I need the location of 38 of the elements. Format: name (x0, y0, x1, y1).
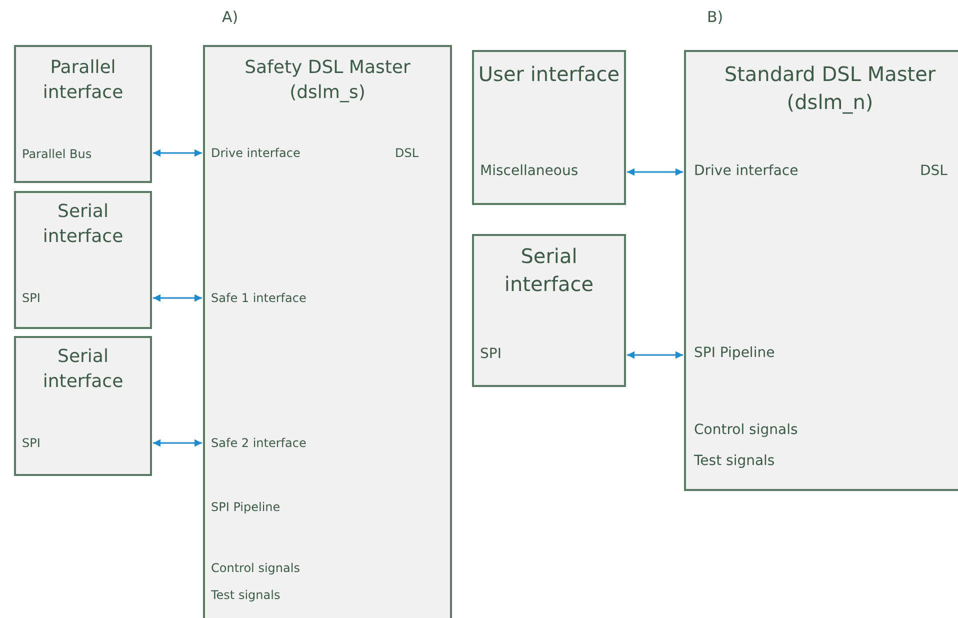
port-label: Control signals (211, 561, 300, 575)
double-arrow (153, 294, 202, 302)
port-label: Miscellaneous (480, 163, 578, 179)
port-label: SPI (22, 436, 40, 450)
port-label: DSL (395, 146, 419, 160)
double-arrow (153, 149, 202, 157)
port-label: SPI Pipeline (211, 500, 280, 514)
port-label: SPI (22, 291, 40, 305)
block-box (472, 50, 626, 205)
block-title: Serial interface (42, 345, 124, 394)
port-label: Drive interface (694, 163, 798, 179)
port-label: Test signals (694, 453, 775, 469)
block-title: Serial interface (42, 200, 124, 250)
block-box (14, 336, 152, 476)
port-label: Control signals (694, 422, 798, 438)
port-label: DSL (920, 163, 948, 179)
block-title: Standard DSL Master (dslm_n) (723, 61, 937, 116)
port-label: Parallel Bus (22, 147, 92, 161)
block-box (14, 45, 152, 183)
block-title: Safety DSL Master (dslm_s) (244, 56, 412, 106)
block-box (472, 234, 626, 387)
port-label: Safe 1 interface (211, 291, 306, 305)
block-title: User interface (477, 61, 621, 88)
port-label: Drive interface (211, 146, 300, 160)
port-label: SPI (480, 346, 502, 362)
block-box (203, 45, 452, 618)
block-title: Parallel interface (42, 56, 124, 106)
block-box (684, 50, 958, 491)
panel-label: A) (222, 8, 238, 26)
double-arrow (627, 168, 683, 176)
double-arrow (627, 351, 683, 359)
block-box (14, 191, 152, 329)
port-label: Safe 2 interface (211, 436, 306, 450)
port-label: Test signals (211, 588, 280, 602)
port-label: SPI Pipeline (694, 345, 775, 361)
panel-label: B) (707, 8, 724, 26)
block-title: Serial interface (503, 243, 595, 298)
double-arrow (153, 439, 202, 447)
